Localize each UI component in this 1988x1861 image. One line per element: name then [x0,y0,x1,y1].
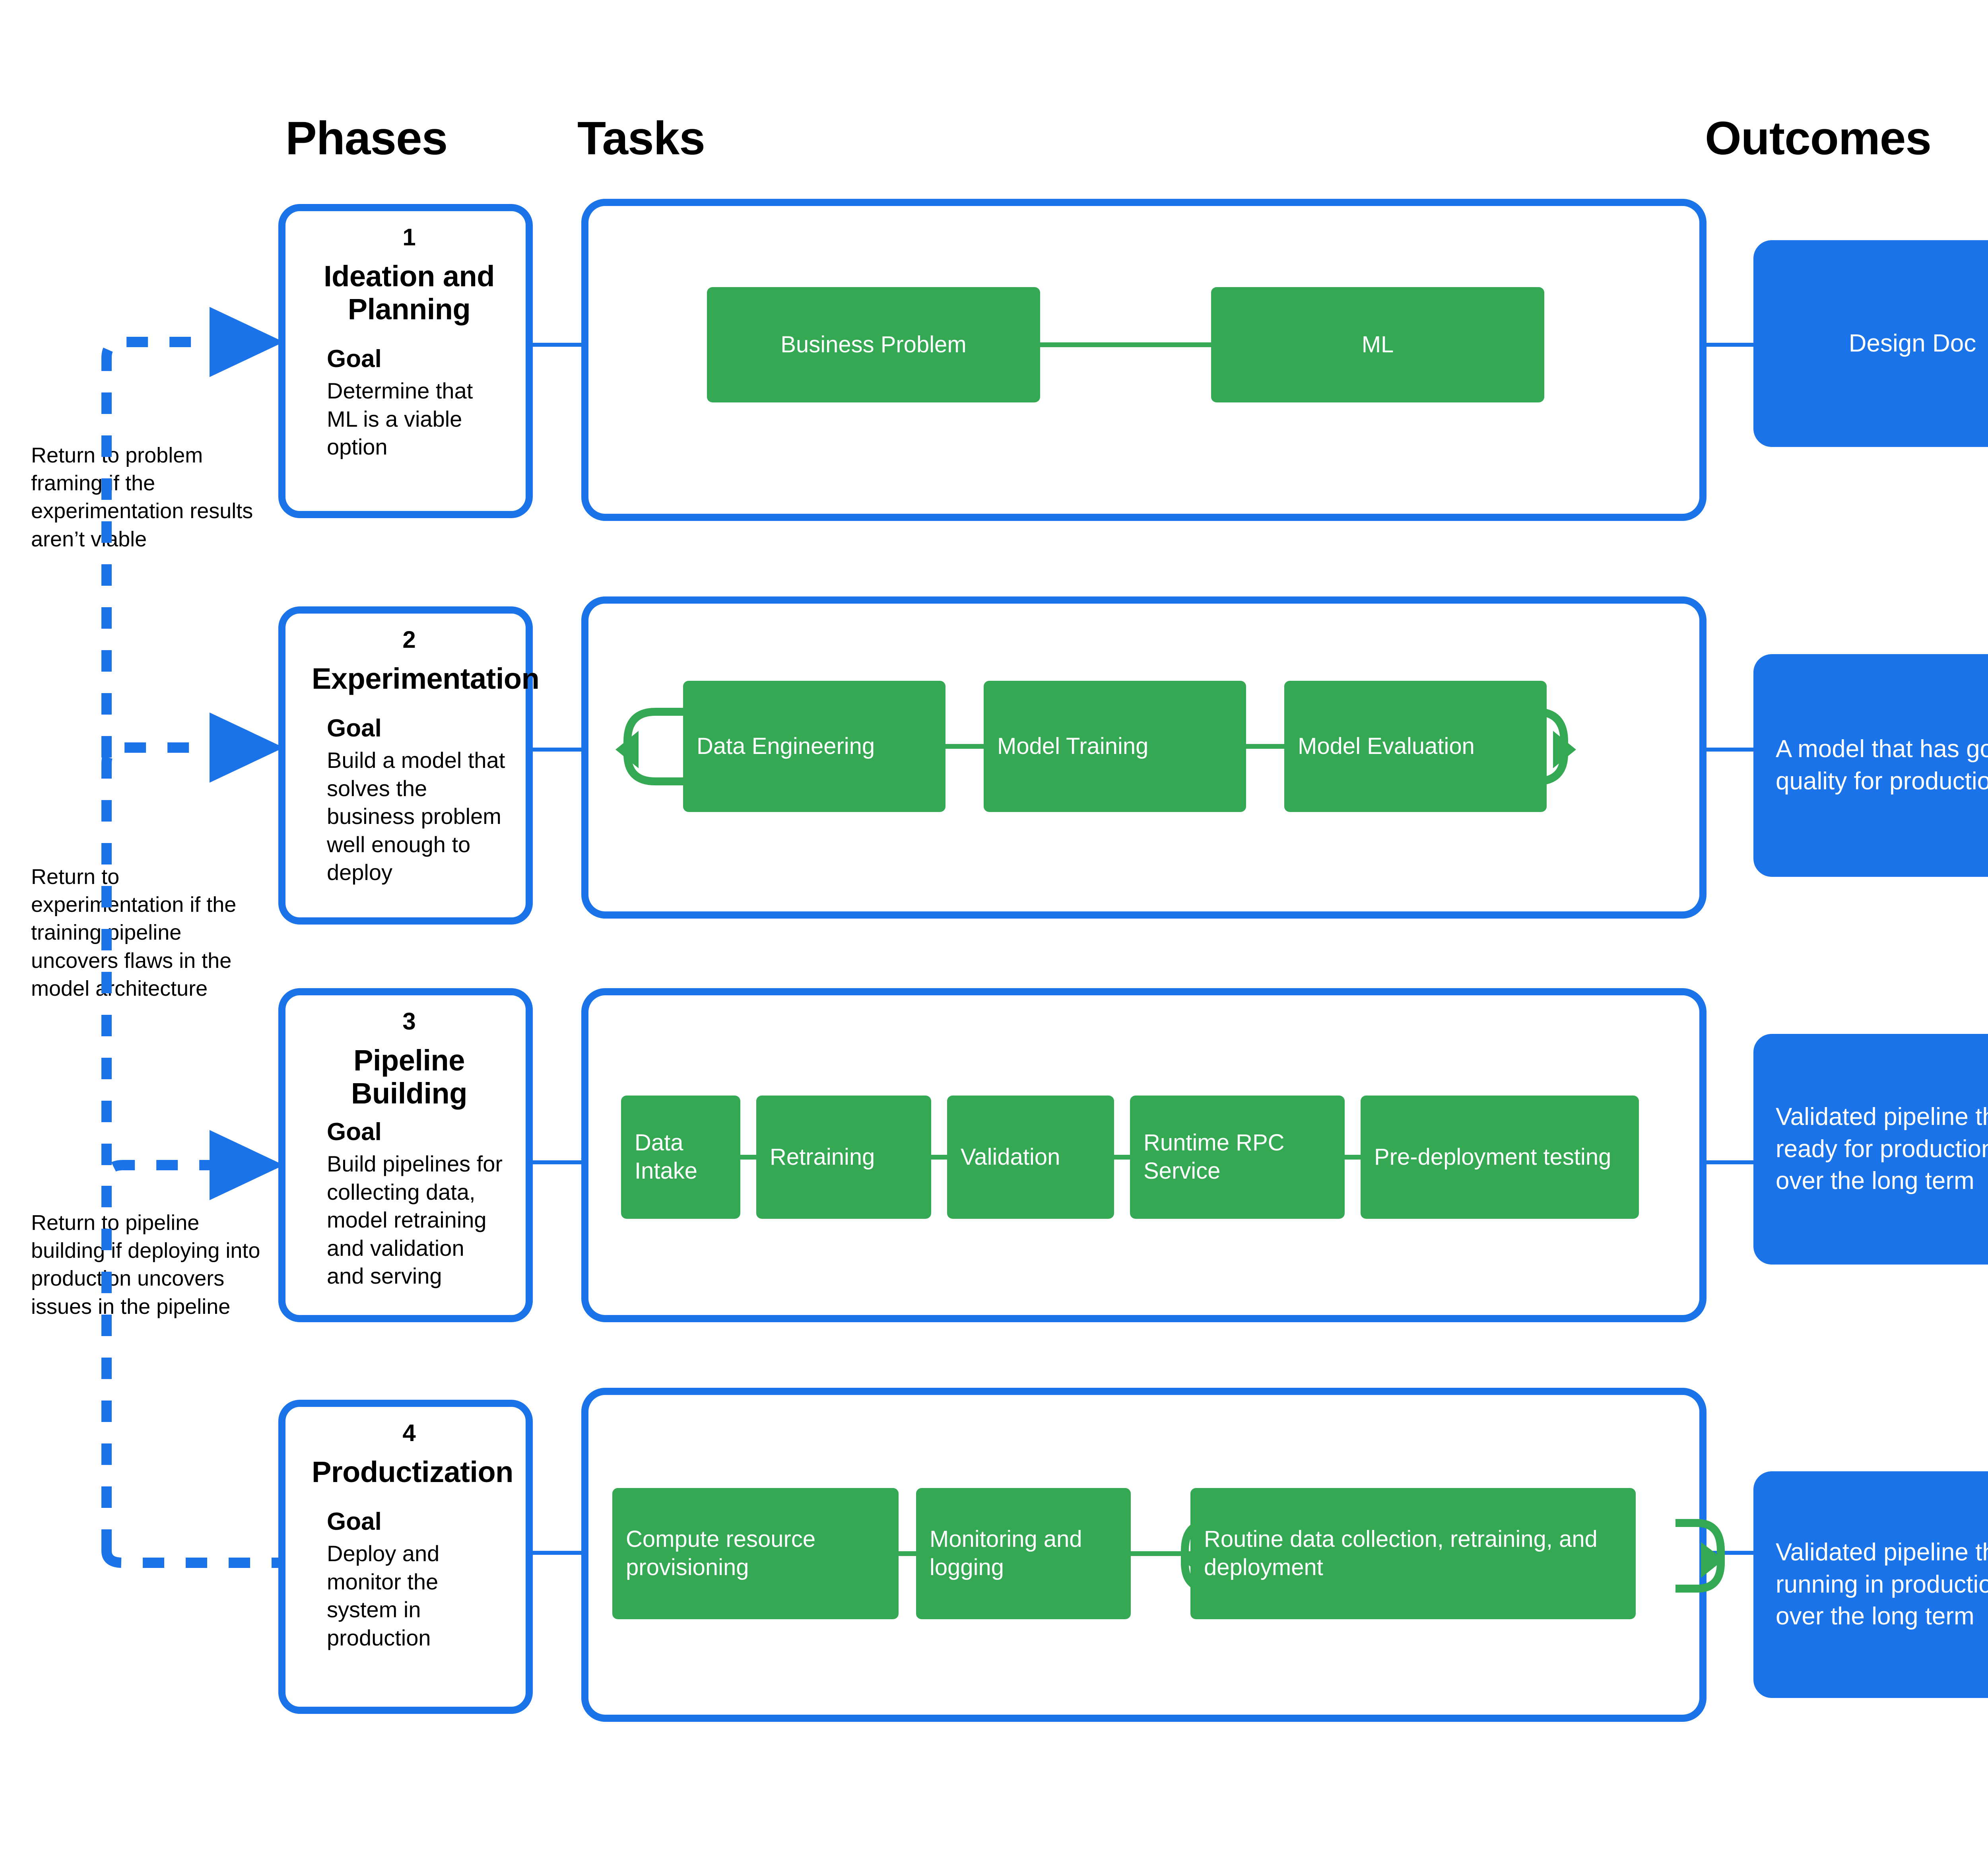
task-row-2: Data Engineering Model Training Model Ev… [683,681,1547,812]
task-box[interactable]: Data Intake [621,1096,740,1219]
phase-title: Productization [312,1455,513,1488]
phase-title: Experimentation [312,662,540,695]
task-box[interactable]: Runtime RPC Service [1130,1096,1345,1219]
task-link [1114,1096,1130,1219]
phase-goal-text: Deploy and monitor the system in product… [327,1541,440,1650]
phase-goal: Goal Determine that ML is a viable optio… [312,344,507,461]
column-header-phases: Phases [285,112,448,165]
task-box[interactable]: Compute resource provisioning [612,1488,899,1619]
task-row-4: Compute resource provisioning Monitoring… [612,1488,1636,1619]
task-box[interactable]: Monitoring and logging [916,1488,1131,1619]
task-box[interactable]: Validation [947,1096,1114,1219]
phase-number: 1 [402,224,416,251]
task-box[interactable]: Model Training [984,681,1246,812]
phase-goal-text: Build pipelines for collecting data, mod… [327,1151,503,1289]
phase-card-4[interactable]: 4 Productization Goal Deploy and monitor… [278,1400,533,1714]
task-row-1: Business Problem ML [707,287,1544,402]
phase-number: 2 [402,626,416,653]
phase-number: 3 [402,1008,416,1035]
phase-goal: Goal Build pipelines for collecting data… [312,1117,507,1290]
outcome-box-4[interactable]: Validated pipeline that’s running in pro… [1753,1471,1988,1698]
task-link [899,1488,916,1619]
task-link [1345,1096,1361,1219]
outcome-box-3[interactable]: Validated pipeline that’s ready for prod… [1753,1034,1988,1265]
phase-card-2[interactable]: 2 Experimentation Goal Build a model tha… [278,606,540,925]
connector-phase3-tasks3 [533,1160,581,1164]
task-link [931,1096,947,1219]
phase-goal: Goal Deploy and monitor the system in pr… [312,1507,507,1652]
connector-phase1-tasks1 [533,343,581,347]
task-link [1040,287,1211,402]
phase-title: Pipeline Building [351,1044,467,1110]
phase-title: Ideation and Planning [324,260,495,326]
task-link [1131,1488,1190,1619]
task-box[interactable]: Routine data collection, retraining, and… [1190,1488,1636,1619]
column-header-outcomes: Outcomes [1705,112,1932,165]
task-box[interactable]: Pre-deployment testing [1361,1096,1639,1219]
task-link [1246,681,1284,812]
connector-tasks2-outcome2 [1706,748,1753,752]
phase-card-3[interactable]: 3 Pipeline Building Goal Build pipelines… [278,988,533,1322]
outcome-box-1[interactable]: Design Doc [1753,240,1988,447]
phase-goal-label: Goal [327,1507,382,1535]
task-row-3: Data Intake Retraining Validation Runtim… [621,1096,1639,1219]
return-note-2: Return to experimentation if the trainin… [31,865,237,1000]
connector-tasks4-outcome4 [1706,1551,1753,1555]
phase-goal: Goal Build a model that solves the busin… [312,714,507,887]
task-box[interactable]: Data Engineering [683,681,945,812]
connector-tasks3-outcome3 [1706,1160,1753,1164]
outcome-box-2[interactable]: A model that has good quality for produc… [1753,654,1988,877]
task-box[interactable]: Retraining [756,1096,931,1219]
return-note-1: Return to problem framing if the experim… [31,443,253,551]
phase-goal-text: Build a model that solves the business p… [327,748,505,885]
task-link [740,1096,756,1219]
column-header-tasks: Tasks [577,112,705,165]
connector-phase4-tasks4 [533,1551,581,1555]
phase-goal-label: Goal [327,345,382,373]
task-link [945,681,984,812]
phase-card-1[interactable]: 1 Ideation and Planning Goal Determine t… [278,204,533,518]
task-box[interactable]: Business Problem [707,287,1040,402]
phase-goal-label: Goal [327,714,382,742]
phase-number: 4 [402,1420,416,1446]
task-box[interactable]: ML [1211,287,1544,402]
connector-phase2-tasks2 [533,748,581,752]
connector-tasks1-outcome1 [1706,343,1753,347]
task-box[interactable]: Model Evaluation [1284,681,1547,812]
return-note-3: Return to pipeline building if deploying… [31,1211,260,1319]
phase-goal-text: Determine that ML is a viable option [327,378,473,460]
phase-goal-label: Goal [327,1118,382,1146]
